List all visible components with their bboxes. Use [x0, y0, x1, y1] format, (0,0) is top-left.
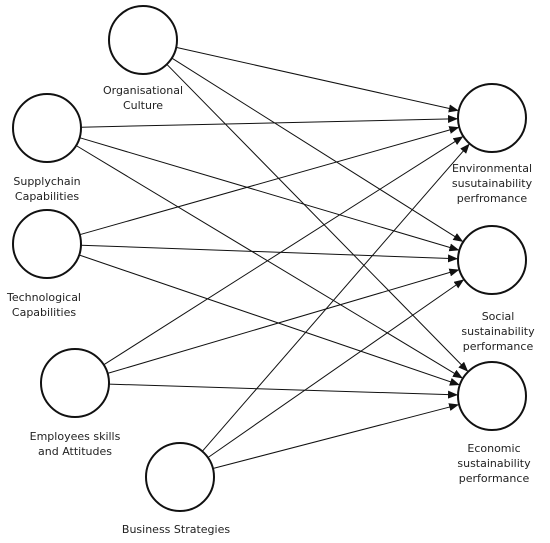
node-social-sustainability-performance: [457, 225, 527, 295]
arrow-supplychain-capabilities-to-economic-sustainability-performance: [75, 145, 463, 379]
node-label-environmental-sustainability-performance: Environmental: [452, 162, 532, 175]
node-label-technological-capabilities: Capabilities: [12, 306, 76, 319]
node-label-social-sustainability-performance: sustainability: [461, 325, 535, 338]
node-business-strategies: [145, 442, 215, 512]
node-label-supplychain-capabilities: Capabilities: [15, 190, 79, 203]
node-technological-capabilities: [12, 209, 82, 279]
arrow-business-strategies-to-economic-sustainability-performance: [212, 403, 460, 469]
edges: [75, 46, 470, 469]
node-label-environmental-sustainability-performance: susutainability: [452, 177, 533, 190]
arrow-organisational-culture-to-environmental-sustainability-performance: [176, 46, 459, 113]
node-economic-sustainability-performance: [457, 361, 527, 431]
arrow-technological-capabilities-to-environmental-sustainability-performance: [79, 126, 460, 236]
arrow-technological-capabilities-to-social-sustainability-performance: [80, 244, 458, 263]
arrow-employees-skills-and-attitudes-to-economic-sustainability-performance: [108, 383, 458, 399]
node-organisational-culture: [108, 5, 178, 75]
node-label-economic-sustainability-performance: Economic: [467, 442, 520, 455]
arrow-supplychain-capabilities-to-environmental-sustainability-performance: [80, 115, 458, 128]
arrow-business-strategies-to-environmental-sustainability-performance: [201, 143, 470, 452]
node-label-social-sustainability-performance: performance: [463, 340, 534, 353]
node-label-social-sustainability-performance: Social: [482, 310, 515, 323]
node-label-economic-sustainability-performance: sustainability: [457, 457, 531, 470]
nodes: OrganisationalCultureSupplychainCapabili…: [6, 5, 535, 536]
node-label-economic-sustainability-performance: performance: [459, 472, 530, 485]
node-environmental-sustainability-performance: [457, 83, 527, 153]
node-employees-skills-and-attitudes: [40, 348, 110, 418]
arrow-supplychain-capabilities-to-social-sustainability-performance: [79, 137, 460, 252]
node-label-organisational-culture: Culture: [123, 99, 163, 112]
node-label-business-strategies: Business Strategies: [122, 523, 230, 536]
node-label-employees-skills-and-attitudes: Employees skills: [30, 430, 121, 443]
arrow-business-strategies-to-social-sustainability-performance: [207, 279, 465, 459]
node-label-environmental-sustainability-performance: perfromance: [457, 192, 528, 205]
arrow-employees-skills-and-attitudes-to-environmental-sustainability-performance: [103, 136, 464, 366]
node-label-organisational-culture: Organisational: [103, 84, 183, 97]
node-label-technological-capabilities: Technological: [6, 291, 81, 304]
node-label-employees-skills-and-attitudes: and Attitudes: [38, 445, 112, 458]
node-label-supplychain-capabilities: Supplychain: [13, 175, 80, 188]
arrow-organisational-culture-to-economic-sustainability-performance: [166, 63, 469, 372]
arrow-organisational-culture-to-social-sustainability-performance: [171, 57, 464, 242]
arrow-technological-capabilities-to-economic-sustainability-performance: [79, 254, 460, 386]
arrow-employees-skills-and-attitudes-to-social-sustainability-performance: [107, 268, 460, 374]
node-supplychain-capabilities: [12, 93, 82, 163]
